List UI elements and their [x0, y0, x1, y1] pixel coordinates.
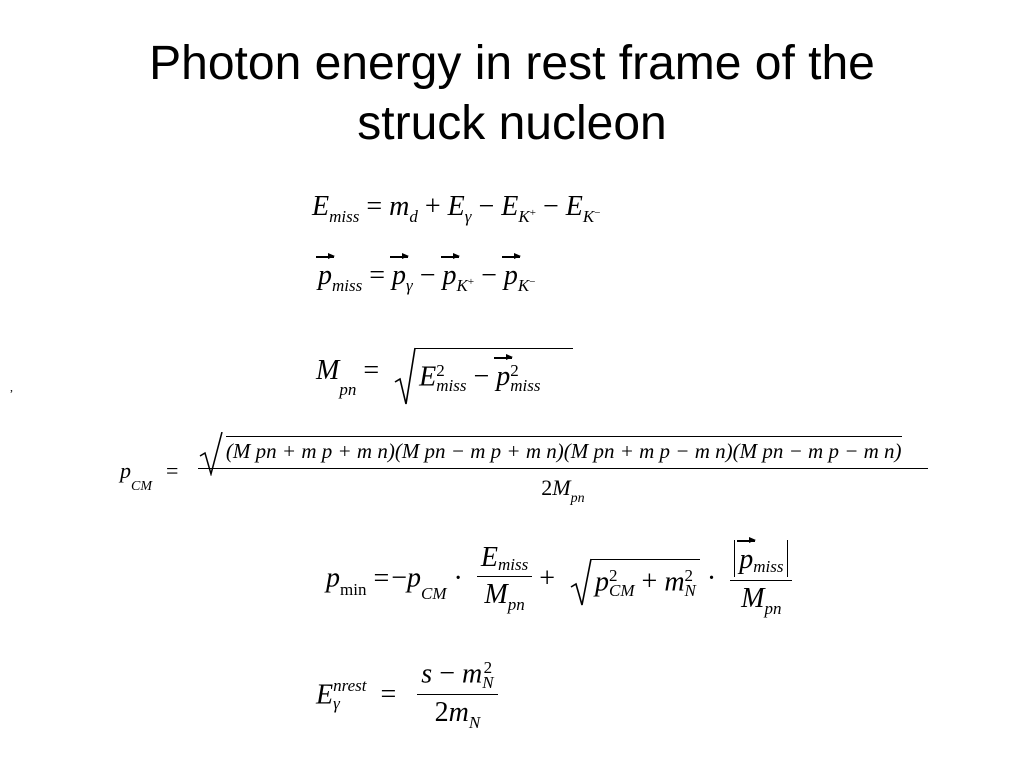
egamma-den-m: m — [448, 696, 469, 728]
pmin-f1-num: E — [480, 542, 498, 573]
minus-sign: − — [439, 658, 455, 690]
mpn-e: E — [419, 361, 437, 393]
emiss-ekplus-sub: K+ — [518, 207, 536, 226]
equals-sign: = — [363, 354, 380, 386]
mpn-lhs: M — [316, 354, 340, 386]
pmin-f2-num-sub: miss — [753, 557, 784, 576]
pmiss-pgamma: p — [390, 253, 410, 291]
mpn-p-sub: miss — [510, 376, 541, 396]
equals-sign: = — [369, 260, 386, 291]
pmin-f2-den: M — [741, 583, 765, 614]
pmin-r2-sub: N — [684, 581, 696, 600]
pmin-fraction-2: pmiss Mpn — [730, 537, 793, 618]
egamma-num-m-sup: 2 — [483, 658, 493, 677]
pmin-f2-den-sub: pn — [764, 599, 782, 618]
emiss-egamma-sub: γ — [464, 207, 472, 226]
pmin-pcm: p — [407, 562, 422, 594]
pcm-den-m: M — [552, 475, 571, 500]
pmin-pcm-sub: CM — [421, 583, 447, 603]
equals-sign: = — [366, 191, 383, 222]
pmin-lhs: p — [326, 562, 340, 594]
equation-emiss: Emiss=md+Eγ−EK+−EK− — [312, 191, 601, 226]
pmiss-lhs: p — [316, 253, 335, 291]
pcm-den-sub: pn — [570, 491, 585, 506]
sqrt-sign — [570, 558, 592, 605]
mpn-e-sup: 2 — [436, 361, 445, 380]
emiss-md-sub: d — [409, 207, 418, 226]
pmin-r2-sup: 2 — [684, 565, 694, 585]
egamma-num-m: m — [461, 658, 483, 690]
equals-sign: = — [380, 679, 397, 711]
pmin-f2-num: p — [737, 537, 757, 575]
dot-operator: · — [453, 562, 463, 594]
pmin-r1-sup: 2 — [609, 565, 618, 585]
emiss-ekminus-sub: K− — [582, 207, 601, 226]
egamma-num-m-sub: N — [482, 673, 494, 693]
mpn-e-sub: miss — [436, 376, 467, 396]
pmiss-lhs-sub: miss — [332, 276, 363, 295]
minus-sign: − — [473, 361, 490, 393]
emiss-ekminus: E — [565, 191, 583, 222]
equation-pcm: pCM = (M pn + m p + m n)(M pn − m p + m n… — [120, 432, 928, 506]
dot-operator: · — [706, 562, 717, 594]
pcm-lhs: p — [120, 458, 131, 483]
pmin-f1-den-sub: pn — [507, 595, 525, 614]
pmin-r2: m — [664, 566, 685, 597]
pcm-fraction: (M pn + m p + m n)(M pn − m p + m n)(M p… — [197, 432, 928, 506]
plus-sign: + — [641, 566, 658, 597]
emiss-lhs: E — [312, 191, 330, 222]
mpn-p: p — [494, 354, 514, 393]
equals-sign: = — [166, 458, 179, 483]
emiss-md: m — [389, 191, 410, 222]
egamma-den-coef: 2 — [434, 696, 449, 728]
pmiss-pgamma-sub: γ — [406, 276, 413, 295]
pmiss-pkplus-sub: K+ — [456, 276, 475, 295]
mpn-lhs-sub: pn — [339, 380, 357, 400]
egamma-den-m-sub: N — [468, 712, 481, 732]
pmiss-pkplus: p — [440, 253, 460, 291]
minus-sign: − — [391, 562, 408, 594]
sqrt-sign — [394, 347, 416, 405]
egamma-lhs-sup: nrest — [333, 675, 367, 695]
equation-pmiss: pmiss=pγ−pK+−pK− — [316, 253, 536, 295]
equals-sign: = — [373, 562, 390, 594]
pmin-f1-num-sub: miss — [497, 555, 529, 574]
sqrt-sign — [199, 432, 223, 476]
pmin-r1-sub: CM — [609, 581, 635, 600]
pcm-lhs-sub: CM — [131, 479, 152, 495]
emiss-egamma: E — [447, 191, 465, 222]
emiss-ekplus: E — [501, 191, 519, 222]
stray-mark: , — [10, 380, 13, 394]
mpn-p-sup: 2 — [510, 361, 519, 380]
slide-title-line-1: Photon energy in rest frame of the — [149, 37, 875, 90]
pmiss-pkminus-sub: K− — [517, 276, 536, 295]
emiss-lhs-sub: miss — [329, 207, 360, 226]
plus-sign: + — [424, 191, 441, 222]
egamma-lhs-sub: γ — [333, 694, 340, 714]
minus-sign: − — [419, 260, 436, 291]
pmin-lhs-sub: min — [340, 579, 367, 599]
slide-title: Photon energy in rest frame of the struc… — [0, 34, 1024, 154]
pcm-den-coef: 2 — [541, 475, 553, 500]
slide-title-line-2: struck nucleon — [357, 97, 667, 150]
plus-sign: + — [539, 562, 556, 594]
minus-sign: − — [478, 191, 495, 222]
pmiss-pkminus: p — [501, 253, 521, 291]
minus-sign: − — [481, 260, 497, 291]
egamma-num-s: s — [421, 658, 433, 690]
pcm-numerator: (M pn + m p + m n)(M pn − m p + m n)(M p… — [225, 436, 902, 462]
minus-sign: − — [542, 191, 559, 222]
pmin-f1-den: M — [484, 579, 508, 610]
pmin-fraction-1: Emiss Mpn — [476, 542, 533, 614]
pmin-r1: p — [595, 566, 610, 597]
egamma-lhs: E — [316, 679, 334, 711]
